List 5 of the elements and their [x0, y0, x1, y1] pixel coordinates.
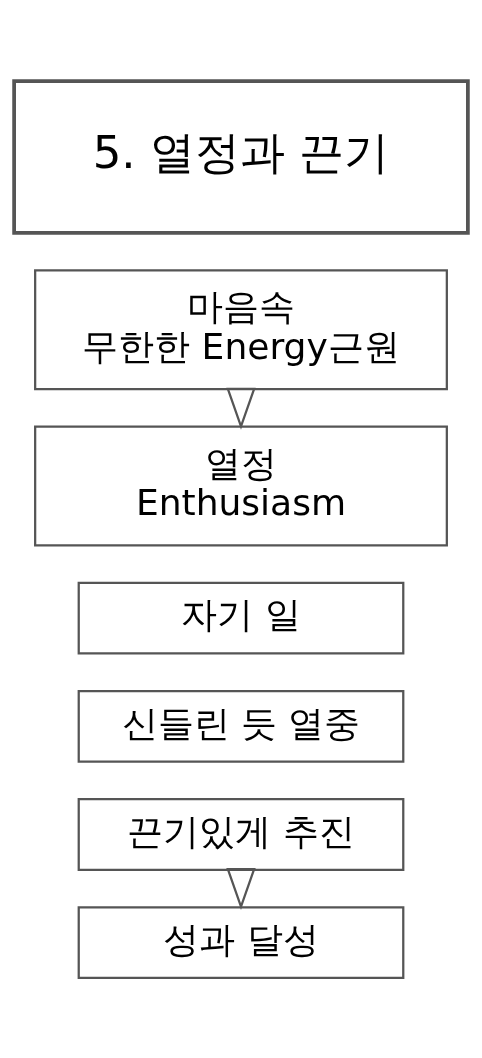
node-box: 열정 Enthusiasm	[34, 424, 448, 546]
node-box: 자기 일	[77, 581, 405, 655]
node-box: 5. 열정과 끈기	[12, 78, 470, 235]
node-box: 성과 달성	[77, 905, 405, 979]
node-box: 신들린 듯 열중	[77, 689, 405, 763]
